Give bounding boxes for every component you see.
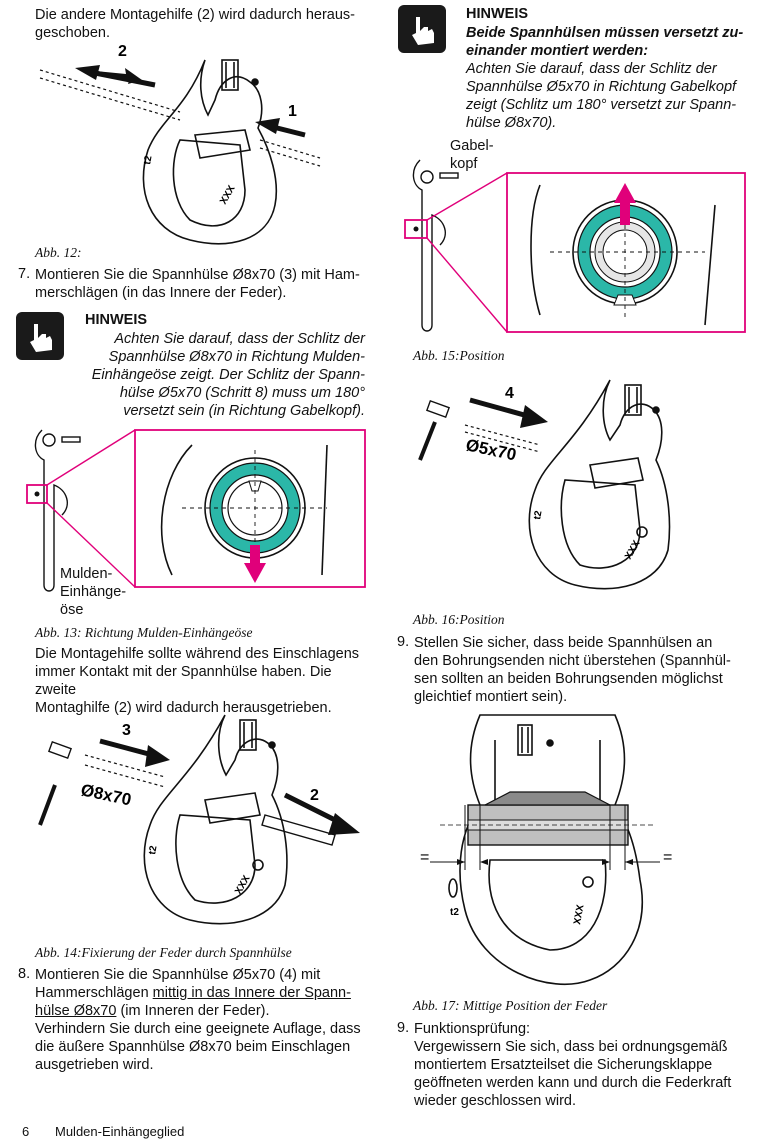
step7-text: Montieren Sie die Spannhülse Ø8x70 (3) m… (35, 267, 360, 301)
fig12-label-2: 2 (118, 43, 127, 60)
fig12-label-1: 1 (288, 103, 297, 120)
fig17-xxx: XXX (572, 904, 586, 926)
figure-17: = = XXX t2 (420, 714, 672, 985)
fig17-eq-right: = (663, 849, 672, 866)
footer-title: Mulden-Einhängeglied (55, 1124, 185, 1139)
fig16-caption: Abb. 16:Position (413, 612, 505, 627)
fig13-caption: Abb. 13: Richtung Mulden-Einhängeöse (35, 625, 253, 640)
fig16-label-4: 4 (505, 385, 514, 402)
fig14-mark: t2 (147, 844, 159, 855)
fig12-mark: t2 (142, 154, 154, 165)
figure-14: 3 2 Ø8x70 XXX t2 (38, 714, 360, 925)
intro-text: Die andere Montagehilfe (2) wird dadurch… (35, 7, 355, 41)
fig14-dim: Ø8x70 (79, 780, 133, 809)
figure-15 (404, 159, 746, 333)
hinweis1-text: Achten Sie darauf, dass der Schlitz der … (91, 331, 365, 419)
figure-16: 4 Ø5x70 XXX t2 (418, 379, 671, 590)
fig14-label-2: 2 (310, 787, 319, 804)
hand-icon (16, 312, 64, 360)
step9b-text: Funktionsprüfung: Vergewissern Sie sich,… (414, 1021, 732, 1109)
fig14-label-3: 3 (122, 722, 131, 739)
page-number: 6 (22, 1124, 30, 1139)
fig12-caption: Abb. 12: (35, 245, 82, 260)
fig13-label: Mulden- Einhänge- öse (60, 566, 127, 618)
hand-icon (398, 5, 446, 53)
fig14-caption: Abb. 14:Fixierung der Feder durch Spannh… (35, 945, 292, 960)
figure-12: 2 1 XXX t2 (39, 43, 321, 245)
hinweis2-text: Beide Spannhülsen müssen versetzt zu- ei… (466, 25, 744, 131)
fig16-xxx: XXX (623, 538, 643, 561)
fig15-label: Gabel- kopf (450, 138, 494, 172)
step9b-number: 9. (397, 1020, 410, 1036)
step8-text: Montieren Sie die Spannhülse Ø5x70 (4) m… (35, 967, 361, 1073)
fig15-caption: Abb. 15:Position (413, 348, 505, 363)
step8-number: 8. (18, 966, 31, 982)
figure-13 (26, 429, 366, 592)
fig17-eq-left: = (420, 849, 429, 866)
step9a-text: Stellen Sie sicher, dass beide Spannhüls… (414, 635, 731, 705)
fig12-xxx: XXX (218, 183, 238, 206)
hinweis1-title: HINWEIS (85, 312, 148, 328)
paragraph-montagehilfe: Die Montagehilfe sollte während des Eins… (35, 646, 360, 716)
fig17-caption: Abb. 17: Mittige Position der Feder (413, 998, 608, 1013)
fig16-dim: Ø5x70 (464, 435, 518, 464)
fig17-mark: t2 (450, 907, 459, 918)
step7-number: 7. (18, 266, 31, 282)
step9a-number: 9. (397, 634, 410, 650)
fig16-mark: t2 (532, 509, 544, 520)
hinweis2-title: HINWEIS (466, 6, 529, 22)
